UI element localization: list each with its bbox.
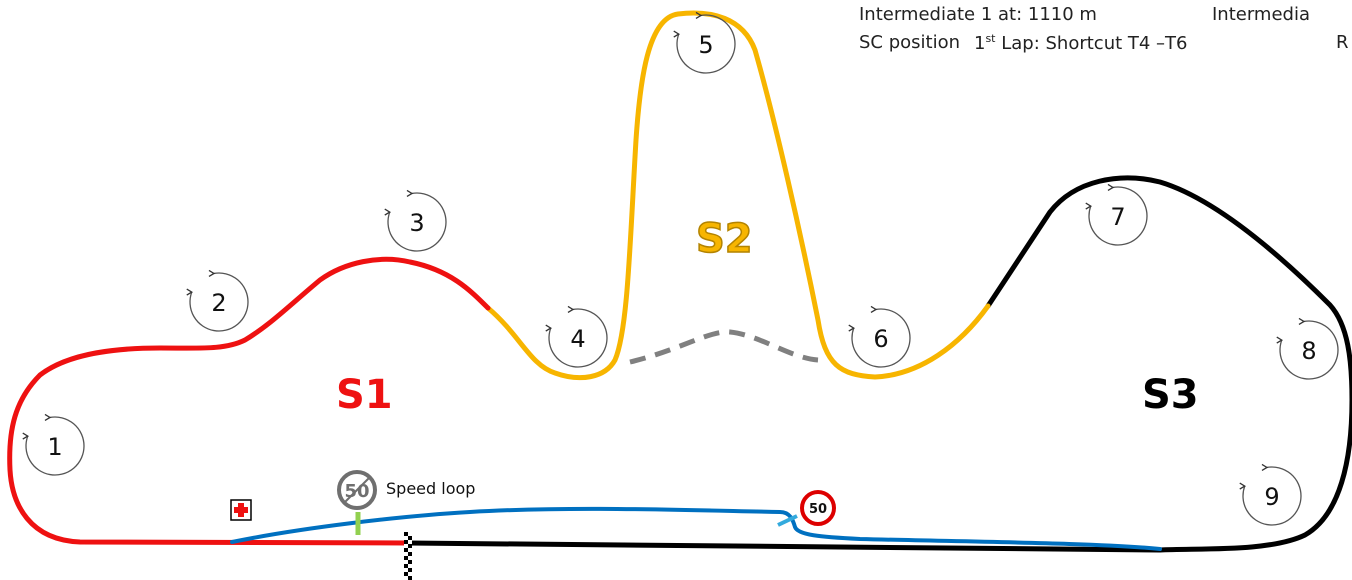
turn-number: 2 <box>211 289 226 317</box>
turn-arrowhead-icon <box>1298 317 1306 325</box>
turn-arc-icon <box>1088 186 1148 246</box>
turn-arc-icon <box>1242 466 1302 526</box>
turn-number: 9 <box>1264 483 1279 511</box>
turn-arrowhead-icon <box>1276 336 1284 344</box>
turn-arrowhead-icon <box>186 288 194 296</box>
turn-arc-icon <box>851 308 911 368</box>
sc-position-label: SC position <box>859 32 961 53</box>
turn-number: 1 <box>47 433 62 461</box>
turn-arrowhead-icon <box>44 413 52 421</box>
turn-arc-icon <box>548 308 608 368</box>
turn-marker-5: 5 <box>673 11 736 74</box>
turn-markers: 1 2 3 4 5 6 7 8 9 <box>22 11 1339 526</box>
speed-limit-sign-icon: 50 <box>800 490 836 526</box>
turn-arrowhead-icon <box>406 189 414 197</box>
sector-1-track <box>7 256 491 546</box>
turn-arrowhead-icon <box>1107 183 1115 191</box>
turn-marker-2: 2 <box>186 269 249 332</box>
turn-arrowhead-icon <box>870 305 878 313</box>
turn-marker-8: 8 <box>1276 317 1339 380</box>
turn-arc-icon <box>1279 320 1339 380</box>
sector-3-label: S3 <box>1142 372 1199 418</box>
turn-marker-9: 9 <box>1239 463 1302 526</box>
turn-arrowhead-icon <box>848 324 856 332</box>
turn-number: 7 <box>1110 203 1125 231</box>
turn-marker-4: 4 <box>545 305 608 368</box>
start-finish-line <box>404 532 412 580</box>
sector-2-track <box>485 10 991 381</box>
sector-1-label: S1 <box>336 372 393 418</box>
intermediate-2-text: Intermedia <box>1212 4 1310 25</box>
turn-number: 5 <box>698 31 713 59</box>
shortcut-path <box>629 329 819 365</box>
first-lap-shortcut-text: 1st Lap: Shortcut T4 –T6 <box>974 32 1188 54</box>
turn-arc-icon <box>25 416 85 476</box>
speed-limit-end-sign-icon: 50 <box>337 470 377 510</box>
turn-arrowhead-icon <box>1239 482 1247 490</box>
sector-2-label: S2 <box>696 216 753 262</box>
turn-arrowhead-icon <box>22 432 30 440</box>
medical-cross-icon <box>230 499 252 521</box>
speed-loop-label: Speed loop <box>386 479 475 498</box>
turn-number: 4 <box>570 325 585 353</box>
turn-arc-icon <box>189 272 249 332</box>
turn-number: 6 <box>873 325 888 353</box>
right-partial-text: R <box>1336 32 1349 53</box>
turn-marker-7: 7 <box>1085 183 1148 246</box>
turn-marker-6: 6 <box>848 305 911 368</box>
turn-number: 3 <box>409 209 424 237</box>
turn-arrowhead-icon <box>1085 202 1093 210</box>
turn-arrowhead-icon <box>673 30 681 38</box>
turn-arrowhead-icon <box>545 324 553 332</box>
turn-arrowhead-icon <box>384 208 392 216</box>
speed-loop-path <box>230 506 1162 551</box>
turn-arrowhead-icon <box>567 305 575 313</box>
turn-arrowhead-icon <box>695 11 703 19</box>
sector-3-track <box>405 175 1352 553</box>
turn-marker-1: 1 <box>22 413 85 476</box>
speed-limit-value: 50 <box>809 502 827 517</box>
turn-arrowhead-icon <box>208 269 216 277</box>
turn-arc-icon <box>387 192 447 252</box>
turn-arrowhead-icon <box>1261 463 1269 471</box>
turn-arc-icon <box>676 14 736 74</box>
turn-number: 8 <box>1301 337 1316 365</box>
intermediate-1-text: Intermediate 1 at: 1110 m <box>859 4 1097 25</box>
speed-loop-exit-marker <box>777 514 798 527</box>
turn-marker-3: 3 <box>384 189 447 252</box>
